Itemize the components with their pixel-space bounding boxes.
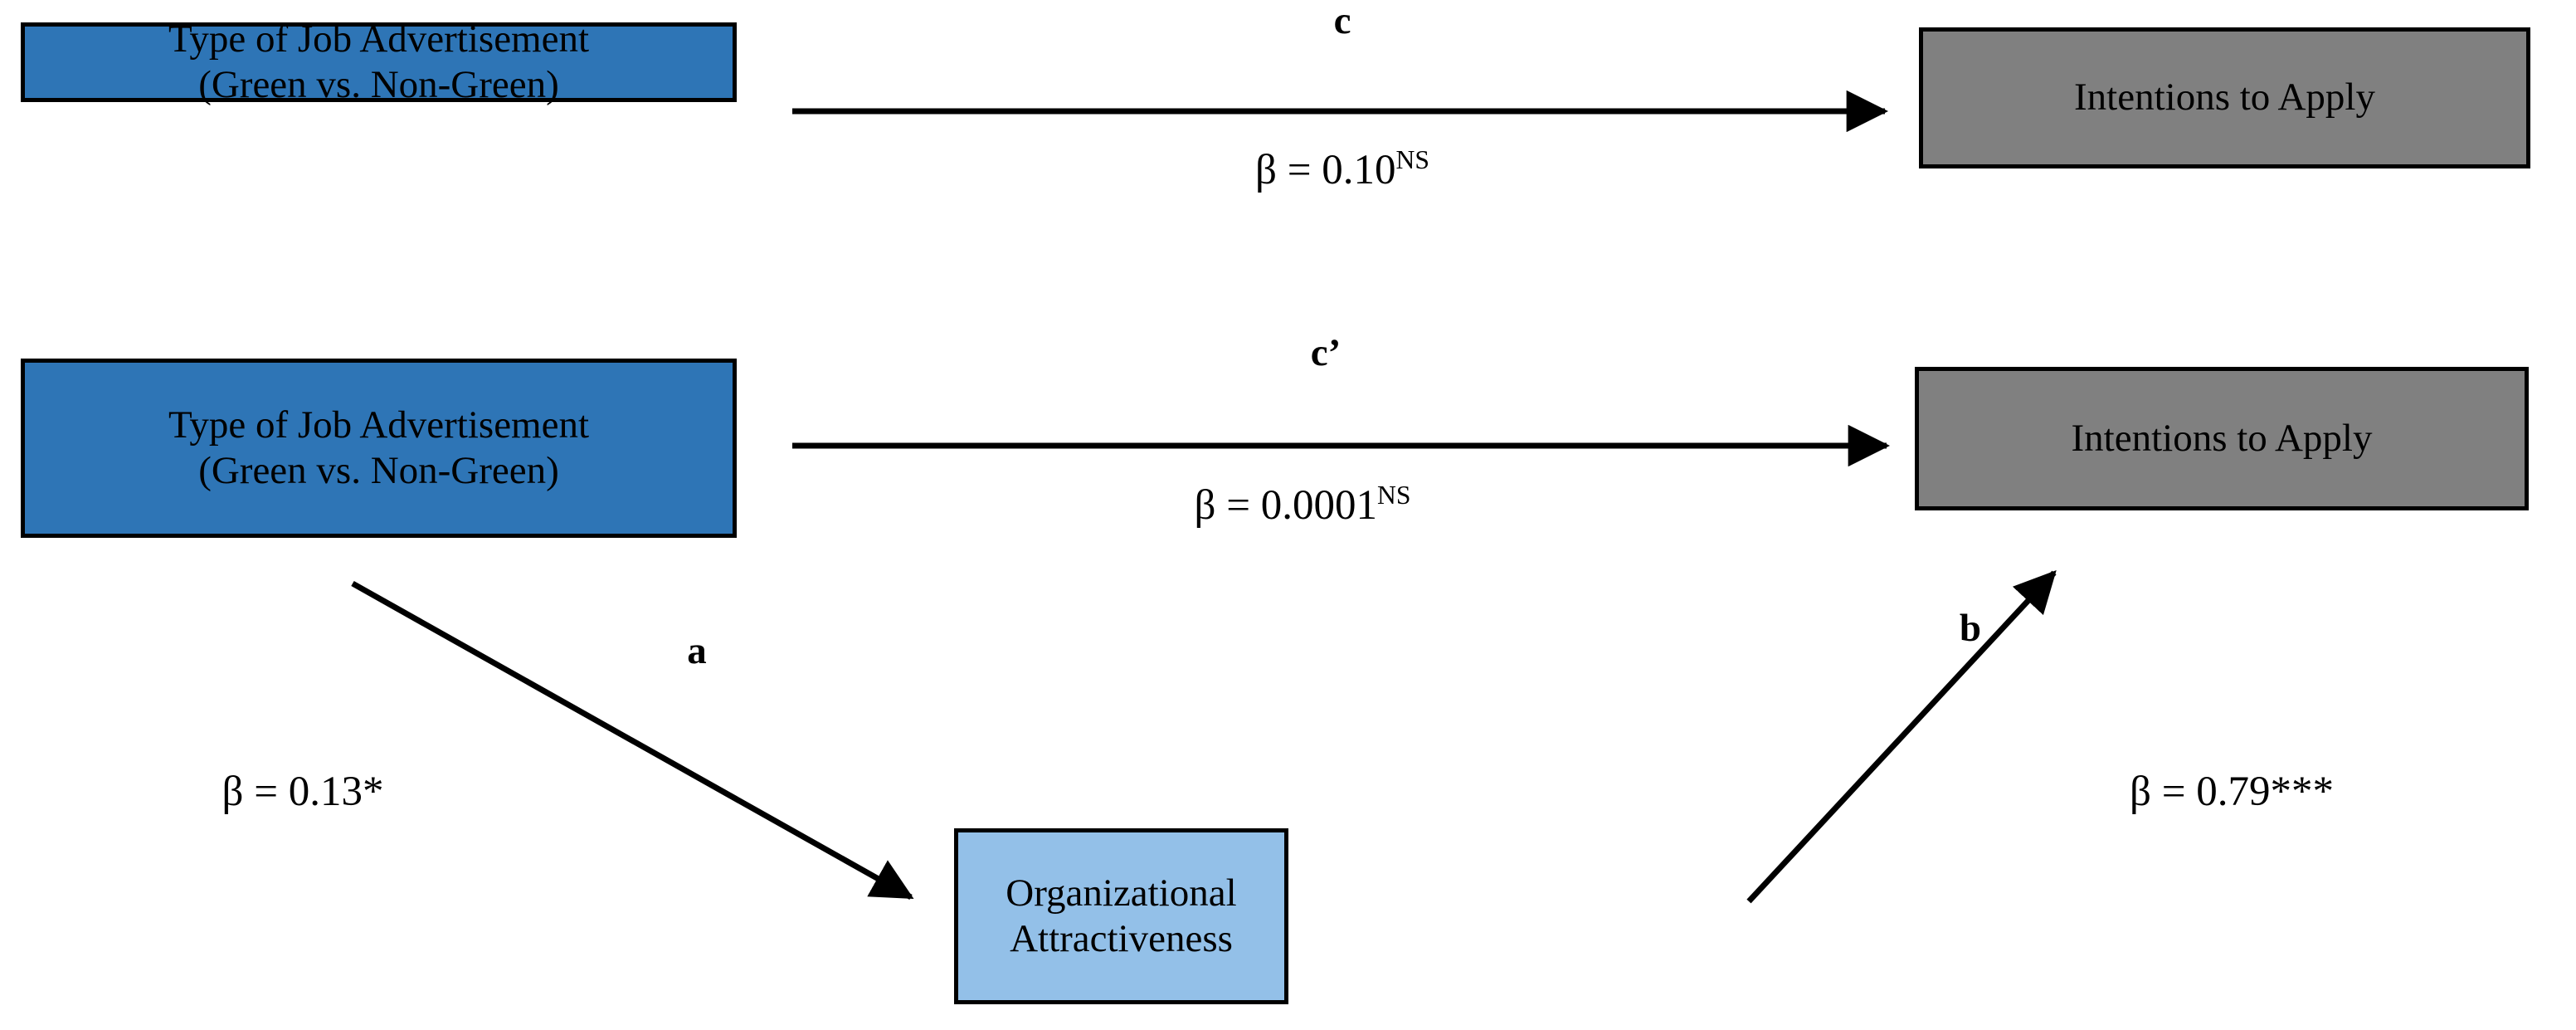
path-coefficient-c-prime: β = 0.0001NS: [1116, 481, 1489, 530]
path-coefficient-c-prime-value: β = 0.0001: [1194, 482, 1378, 529]
node-mediator-line2: Attractiveness: [1010, 917, 1233, 960]
edge-a: [351, 580, 914, 901]
node-predictor-top-line2: (Green vs. Non-Green): [198, 63, 559, 106]
path-coefficient-c-prime-significance: NS: [1377, 481, 1411, 510]
node-predictor-top[interactable]: Type of Job Advertisement (Green vs. Non…: [21, 17, 737, 106]
path-label-b: b: [1959, 607, 1982, 650]
path-coefficient-c-value: β = 0.10: [1255, 147, 1396, 193]
node-predictor-bottom-line2: (Green vs. Non-Green): [198, 449, 559, 492]
path-coefficient-a-value: β = 0.13*: [222, 769, 384, 815]
node-predictor-bottom[interactable]: Type of Job Advertisement (Green vs. Non…: [21, 359, 737, 538]
path-coefficient-b-value: β = 0.79***: [2130, 769, 2334, 815]
node-outcome-top[interactable]: Intentions to Apply: [1919, 27, 2530, 168]
path-coefficient-c-significance: NS: [1395, 145, 1429, 174]
node-outcome-top-line1: Intentions to Apply: [2074, 76, 2375, 120]
node-outcome-bottom[interactable]: Intentions to Apply: [1915, 367, 2529, 510]
node-predictor-bottom-line1: Type of Job Advertisement: [168, 403, 590, 447]
path-coefficient-c: β = 0.10NS: [1176, 146, 1508, 194]
node-outcome-bottom-line1: Intentions to Apply: [2071, 416, 2373, 460]
node-mediator[interactable]: Organizational Attractiveness: [954, 828, 1288, 1004]
node-mediator-line1: Organizational: [1006, 871, 1237, 915]
path-coefficient-a: β = 0.13*: [141, 768, 465, 816]
path-coefficient-b: β = 0.79***: [2057, 768, 2406, 816]
node-predictor-top-line1: Type of Job Advertisement: [168, 17, 590, 61]
edge-b: [1746, 570, 2057, 904]
path-label-c: c: [1333, 0, 1351, 42]
path-label-a: a: [687, 629, 707, 672]
path-label-c-prime: c’: [1310, 331, 1342, 374]
